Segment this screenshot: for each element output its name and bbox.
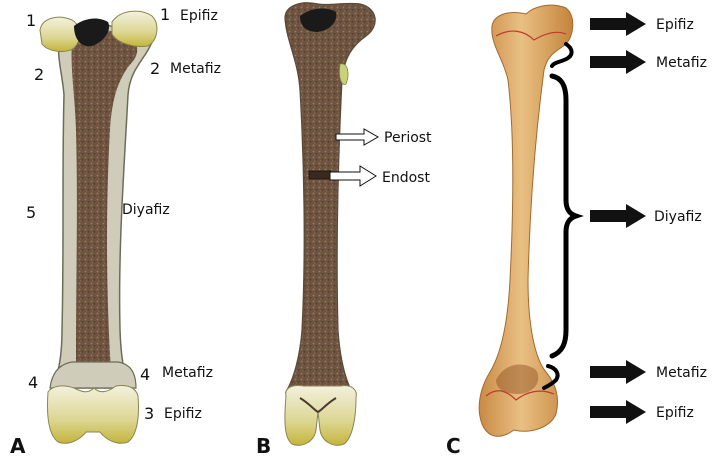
label-a-metafiz-top: Metafiz — [170, 61, 221, 77]
endost-marker — [309, 171, 331, 179]
upper-epiphysis-left — [40, 17, 80, 51]
panel-c-photo — [479, 5, 646, 436]
label-c-metafiz-bottom: Metafiz — [656, 365, 707, 381]
label-a-epifiz-top: Epifiz — [180, 8, 218, 24]
label-a-num-1-right: 1 — [160, 5, 170, 24]
label-c-metafiz-top: Metafiz — [656, 55, 707, 71]
lower-epiphysis-b — [285, 385, 356, 445]
label-c-epifiz-bottom: Epifiz — [656, 405, 694, 421]
label-b-periost: Periost — [384, 130, 432, 146]
label-a-epifiz-bottom: Epifiz — [164, 406, 202, 422]
panel-label-a: A — [10, 434, 26, 458]
panel-label-c: C — [446, 434, 461, 458]
label-a-diyafiz: Diyafiz — [122, 202, 170, 218]
label-a-num-3: 3 — [144, 404, 154, 423]
label-a-num-4-left: 4 — [28, 373, 38, 392]
label-a-num-2-right: 2 — [150, 59, 160, 78]
arrow-epifiz-top — [590, 12, 646, 36]
arrow-diyafiz — [590, 204, 646, 228]
panel-b-diagram — [285, 3, 378, 445]
label-a-num-4-right: 4 — [140, 365, 150, 384]
label-a-num-5: 5 — [26, 203, 36, 222]
label-a-num-2-left: 2 — [34, 65, 44, 84]
periost-arrow — [336, 129, 378, 145]
arrow-epifiz-bottom — [590, 400, 646, 424]
label-c-diyafiz: Diyafiz — [654, 209, 702, 225]
panel-label-b: B — [256, 434, 271, 458]
label-c-epifiz-top: Epifiz — [656, 17, 694, 33]
label-b-endost: Endost — [382, 170, 430, 186]
lower-epiphysis — [47, 385, 138, 443]
cartilage-knob — [339, 64, 348, 85]
bone-b-outline — [285, 3, 375, 392]
diyafiz-brace — [552, 76, 576, 356]
lower-metaphysis — [50, 362, 136, 388]
arrow-metafiz-top — [590, 50, 646, 74]
label-a-num-1-left: 1 — [26, 11, 36, 30]
label-a-metafiz-bottom: Metafiz — [162, 365, 213, 381]
arrow-metafiz-bottom — [590, 360, 646, 384]
